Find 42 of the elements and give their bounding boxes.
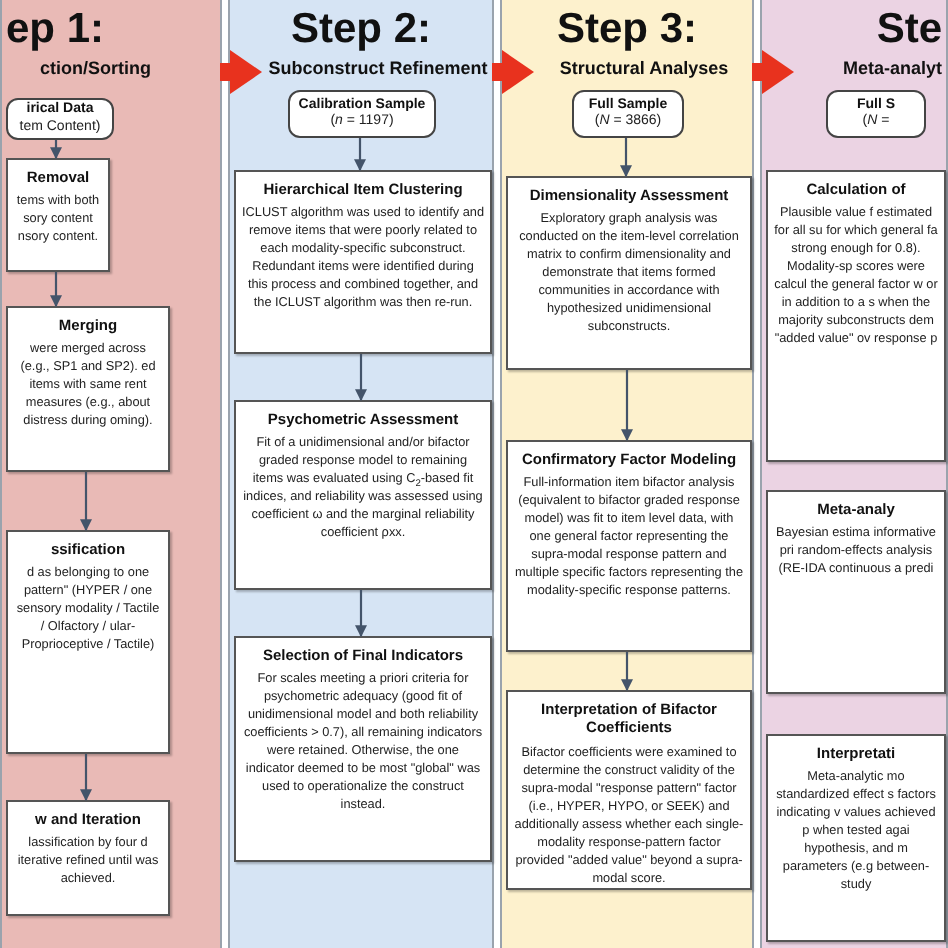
step-subtitle: ction/Sorting	[38, 60, 153, 78]
arrow	[355, 354, 367, 402]
sample-box	[288, 90, 436, 138]
sample-box	[572, 90, 684, 138]
arrow	[354, 138, 366, 172]
process-box	[6, 306, 170, 472]
process-box	[506, 440, 752, 652]
step-title: Step 3:	[554, 8, 699, 50]
step-title: ep 1:	[4, 8, 107, 50]
arrow	[620, 138, 632, 178]
process-box	[766, 490, 946, 694]
arrow	[80, 754, 92, 802]
process-box	[6, 800, 170, 916]
process-box	[6, 158, 110, 272]
process-box	[506, 690, 752, 890]
process-box	[234, 400, 492, 590]
block-arrow	[492, 56, 534, 88]
sample-box	[6, 98, 114, 140]
process-box	[506, 176, 752, 370]
arrow	[621, 370, 633, 442]
process-box	[234, 170, 492, 354]
step-subtitle: Subconstruct Refinement	[266, 60, 490, 78]
block-arrow	[752, 56, 794, 88]
step-panel	[228, 0, 494, 948]
step-title: Ste	[874, 8, 944, 50]
process-box	[766, 170, 946, 462]
step-subtitle: Structural Analyses	[557, 60, 731, 78]
arrow	[50, 272, 62, 308]
process-box	[234, 636, 492, 862]
arrow	[50, 140, 62, 160]
step-panel	[760, 0, 948, 948]
arrow	[621, 652, 633, 692]
process-box	[766, 734, 946, 942]
step-subtitle: Meta-analyt	[840, 60, 944, 78]
process-box	[6, 530, 170, 754]
step-panel	[0, 0, 222, 948]
block-arrow	[220, 56, 262, 88]
step-panel	[500, 0, 754, 948]
step-title: Step 2:	[288, 8, 433, 50]
arrow	[355, 590, 367, 638]
sample-box	[826, 90, 926, 138]
arrow	[80, 472, 92, 532]
